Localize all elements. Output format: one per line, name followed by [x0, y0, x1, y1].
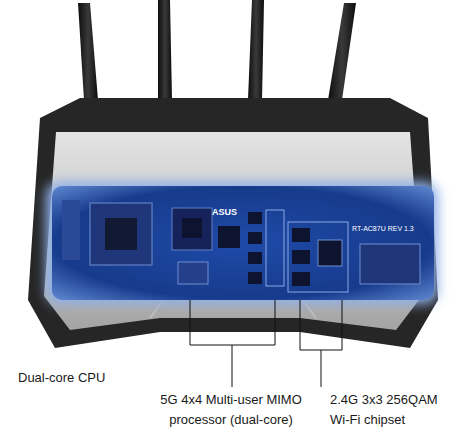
wifi-chip — [292, 250, 310, 264]
callout-label: 5G 4x4 Multi-user MIMO processor (dual-c… — [142, 390, 320, 430]
wifi-shield — [288, 222, 348, 292]
callout-label: Dual-core CPU — [18, 368, 105, 388]
mimo-chip — [172, 208, 212, 250]
board-glow — [46, 182, 438, 304]
board-part — [62, 200, 80, 260]
wifi-chipset — [318, 240, 342, 266]
leader-line — [300, 300, 342, 387]
router-body — [28, 98, 438, 348]
rf-chip — [248, 232, 262, 244]
wifi-chip — [292, 228, 310, 242]
rf-chip — [248, 212, 262, 224]
leader-line — [190, 300, 275, 387]
mimo-die — [182, 218, 202, 238]
cpu-shield — [90, 203, 152, 265]
antenna — [328, 3, 356, 100]
rf-chip — [248, 252, 262, 264]
board-part — [360, 244, 420, 284]
cpu-chip — [105, 218, 137, 250]
callout-label: 2.4G 3x3 256QAM Wi-Fi chipset — [330, 390, 458, 430]
antenna — [248, 0, 264, 100]
rf-chip — [248, 272, 262, 284]
board-logo: ASUS — [212, 206, 237, 220]
board-part — [178, 262, 208, 284]
rf-shield — [266, 210, 284, 286]
board-marking: RT-AC87U REV 1.3 — [352, 224, 414, 235]
circuit-board — [52, 186, 434, 300]
antenna — [158, 0, 172, 100]
mimo-die — [218, 226, 240, 248]
wifi-chip — [292, 272, 310, 286]
antenna — [78, 3, 98, 100]
